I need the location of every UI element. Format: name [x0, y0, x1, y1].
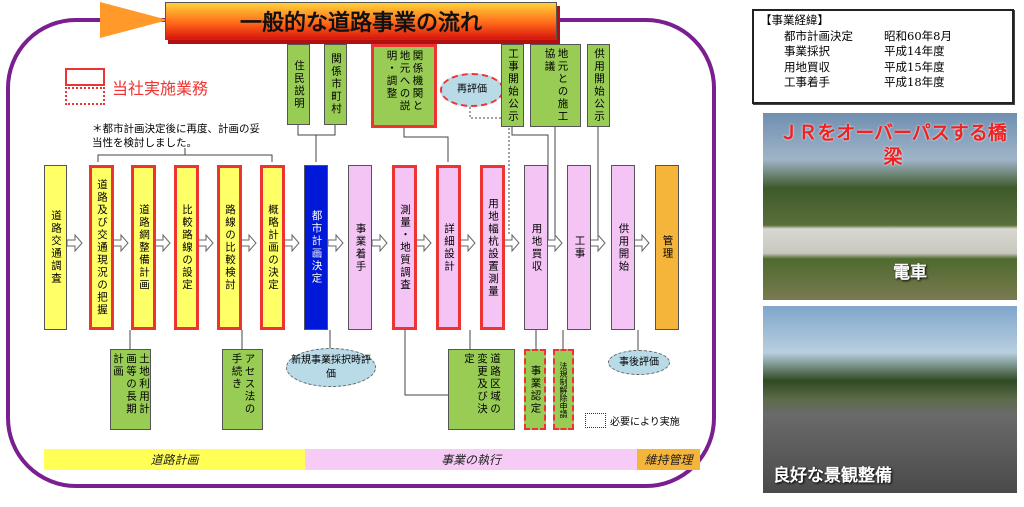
landscape-photo: 良好な景観整備	[763, 306, 1017, 493]
project-history-box: 【事業経緯】 都市計画決定 昭和60年8月 事業採択 平成14年度 用地買収 平成15…	[752, 9, 1014, 104]
train-label: 電車	[893, 263, 927, 283]
history-item: 事業採択	[784, 44, 830, 58]
history-date: 平成15年度	[884, 59, 945, 74]
legend-solid-box	[65, 68, 105, 86]
step-survey: 測量・地質調査	[392, 165, 417, 330]
step-outline-plan: 概略計画の決定	[260, 165, 285, 330]
step-route-comparison: 路線の比較検討	[217, 165, 242, 330]
history-row: 用地買収 平成15年度	[760, 60, 1006, 76]
banner-tail	[100, 2, 168, 38]
step-management: 管理	[655, 165, 679, 330]
reevaluation-ellipse: 再評価	[440, 73, 504, 107]
step-network-plan: 道路網整備計画	[131, 165, 156, 330]
phase-maintenance: 維持管理	[637, 449, 700, 470]
box-resident-explanation: 住民説明	[287, 44, 310, 125]
box-local-consultation: 地元との施工協議	[530, 44, 581, 127]
optional-legend-label: 必要により実施	[610, 417, 680, 428]
box-agency-coordination: 関係機関と地元への説明・調整	[371, 44, 437, 128]
history-item: 都市計画決定	[784, 28, 853, 43]
step-detailed-design: 詳細設計	[436, 165, 461, 330]
step-traffic-survey: 道路交通調査	[44, 165, 67, 330]
history-item: 用地買収	[784, 59, 830, 74]
phase-project-execution: 事業の執行	[305, 449, 637, 470]
bridge-photo: ＪＲをオーバーパスする橋梁 電車	[763, 113, 1017, 300]
optional-legend-box	[585, 413, 606, 428]
landscape-caption: 良好な景観整備	[773, 466, 892, 486]
history-row: 事業採択 平成14年度	[760, 44, 1006, 60]
step-project-start: 事業着手	[348, 165, 372, 330]
step-opening: 供用開始	[611, 165, 635, 330]
bridge-caption: ＪＲをオーバーパスする橋梁	[779, 122, 1007, 168]
box-project-approval: 事業認定	[524, 349, 546, 430]
legend-label: 当社実施業務	[112, 79, 209, 98]
step-land-acquisition: 用地買収	[524, 165, 548, 330]
box-regulation-release: 法規制解除申請	[553, 349, 574, 430]
box-opening-notice: 供用開始公示	[587, 44, 610, 127]
history-row: 工事着手 平成18年度	[760, 75, 1006, 91]
phase-road-planning: 道路計画	[44, 449, 305, 470]
step-city-plan-decision: 都市計画決定	[304, 165, 328, 330]
history-item: 工事着手	[784, 75, 830, 89]
history-date: 昭和60年8月	[884, 28, 952, 43]
history-date: 平成14年度	[884, 44, 945, 58]
step-current-status: 道路及び交通現況の把握	[89, 165, 114, 330]
new-project-eval-ellipse: 新規事業採択時評価	[286, 348, 376, 387]
box-municipalities: 関係市町村	[324, 44, 347, 125]
step-boundary-survey: 用地幅杭設置測量	[480, 165, 505, 330]
legend-dotted-box	[65, 87, 105, 105]
step-construction: 工事	[567, 165, 591, 330]
step-route-setting: 比較路線の設定	[174, 165, 199, 330]
box-construction-notice: 工事開始公示	[501, 44, 524, 127]
history-row: 都市計画決定 昭和60年8月	[760, 29, 1006, 45]
history-date: 平成18年度	[884, 75, 945, 89]
connector-lines	[66, 103, 650, 396]
box-land-use-plan: 土地利用計画等の長期計画	[110, 349, 151, 430]
page-title: 一般的な道路事業の流れ	[165, 2, 557, 40]
note-text: ＊都市計画決定後に再度、計画の妥当性を検討しました。	[92, 123, 260, 149]
post-eval-ellipse: 事後評価	[608, 350, 670, 375]
box-assessment-procedure: アセス法の手続き	[222, 349, 263, 430]
history-heading: 【事業経緯】	[760, 13, 829, 27]
box-road-area-change: 道路区域の変更及び決定	[448, 349, 515, 430]
